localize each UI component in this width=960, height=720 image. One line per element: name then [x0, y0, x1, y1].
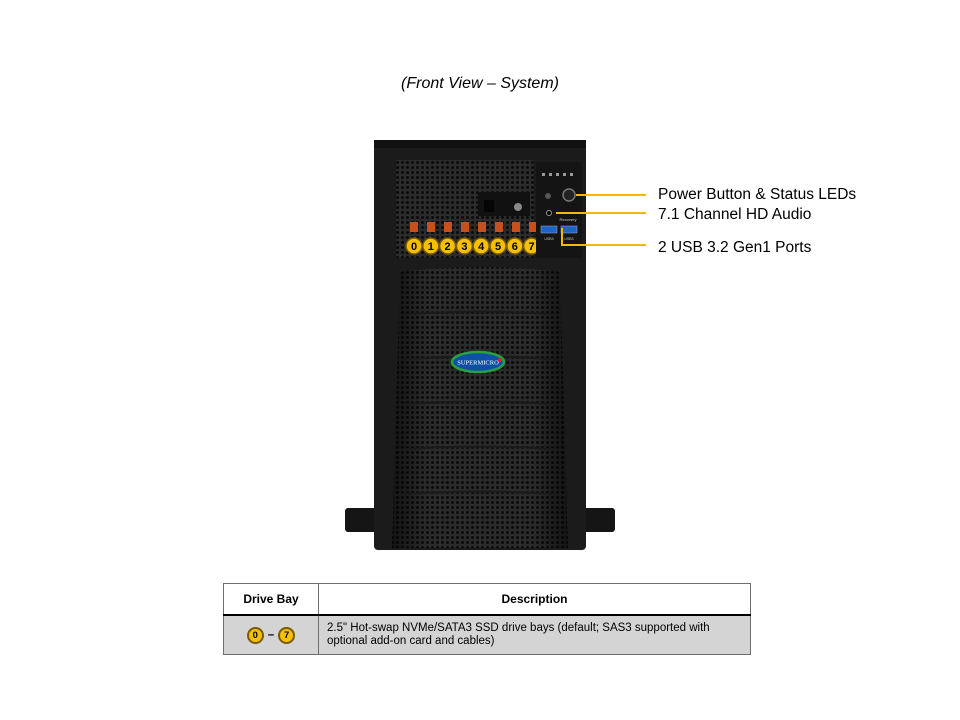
drive-bay-number: 2 — [445, 241, 451, 253]
table-row: 0–7 2.5" Hot-swap NVMe/SATA3 SSD drive b… — [223, 614, 751, 655]
drive-bay-number: 5 — [495, 241, 501, 253]
drive-bay-number: 6 — [512, 241, 518, 253]
drive-bay-number: 1 — [428, 241, 434, 253]
callout-power-leds: Power Button & Status LEDs — [658, 186, 857, 203]
io-panel — [536, 162, 582, 258]
logo-text: SUPERMICRO — [457, 360, 499, 367]
drive-bay-badge-5: 5 — [489, 237, 507, 255]
usb-label: USB3 — [564, 237, 573, 241]
callout-hd-audio: 7.1 Channel HD Audio — [658, 206, 812, 223]
bay-badge-from: 0 — [246, 626, 264, 644]
headphone-jack-icon — [545, 193, 551, 199]
drive-bay-number: 4 — [478, 241, 485, 253]
usb-port-icon — [560, 225, 578, 234]
callout-lines — [556, 194, 646, 246]
header-description: Description — [318, 583, 751, 616]
usb-label: USB3 — [544, 237, 553, 241]
drive-bay-description: 2.5" Hot-swap NVMe/SATA3 SSD drive bays … — [318, 614, 751, 655]
drive-bay-badge-0: 0 — [405, 237, 423, 255]
view-caption: (Front View – System) — [401, 75, 559, 92]
header-drive-bay: Drive Bay — [223, 583, 319, 616]
drive-bay-badge-6: 6 — [506, 237, 524, 255]
drive-bay-badge-4: 4 — [472, 237, 490, 255]
callout-usb-ports: 2 USB 3.2 Gen1 Ports — [658, 239, 812, 256]
bay-badge-to: 7 — [278, 626, 296, 644]
drive-bay-number: 0 — [411, 241, 417, 253]
drive-bay-badge-3: 3 — [455, 237, 474, 255]
recovery-label: Recovery — [560, 217, 577, 222]
drive-latches — [410, 222, 537, 232]
drive-bay-number: 3 — [461, 241, 467, 253]
audio-jack-icon — [546, 210, 552, 216]
usb-port-icon — [540, 225, 558, 234]
supermicro-logo — [450, 350, 506, 374]
drive-bay-legend: Drive Bay Description 0–7 2.5" Hot-swap … — [223, 583, 751, 655]
drive-bay-number: 7 — [529, 241, 535, 253]
power-button-icon — [562, 188, 576, 202]
drive-bay-badge-1: 1 — [422, 237, 440, 255]
drive-bay-badge-2: 2 — [438, 237, 457, 255]
range-dash: – — [267, 629, 275, 641]
status-led-row — [542, 173, 573, 176]
drive-bay-range: 0–7 — [223, 614, 319, 655]
